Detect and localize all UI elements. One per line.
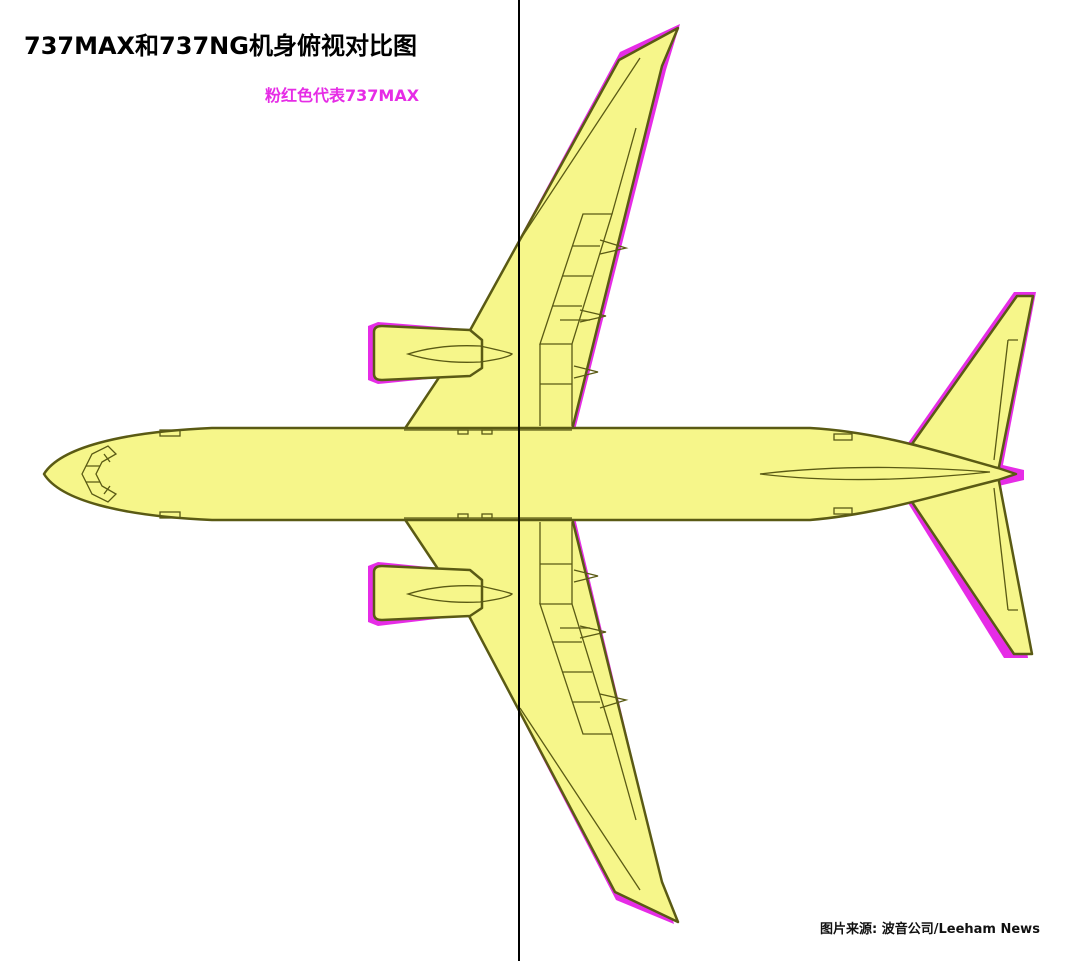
ng-lower-stabilizer [910, 474, 1034, 656]
upper-wing-aileron [611, 127, 637, 215]
lower-flap-fairing-1 [599, 693, 629, 709]
lower-wing-spar [519, 707, 641, 891]
aft-door-top [833, 433, 853, 441]
ng-fuselage [42, 426, 1018, 522]
forward-door-bottom [159, 511, 181, 519]
lower-elevator-line [993, 487, 1018, 611]
fuselage-tail-fairing [759, 466, 991, 481]
cockpit-windows [81, 445, 118, 503]
image-source-credit: 图片来源: 波音公司/Leeham News [820, 922, 1040, 937]
lower-wing-aileron [611, 733, 637, 821]
detail-lines [81, 57, 1018, 891]
upper-wing-spar [519, 57, 641, 241]
ng-airframe [42, 26, 1035, 924]
upper-engine-pylon [405, 345, 514, 363]
upper-flap-fairing-3 [573, 365, 599, 379]
ng-upper-stabilizer [910, 294, 1035, 474]
cockpit-window-dividers [86, 453, 111, 495]
upper-wing-flap-segments [552, 245, 600, 321]
lower-wing-flap-segments [552, 627, 600, 703]
upper-elevator-line [993, 339, 1018, 461]
upper-flap-fairing-1 [599, 239, 629, 255]
overwing-exit-bottom-2 [481, 513, 493, 519]
aft-door-bottom [833, 507, 853, 515]
forward-door-top [159, 429, 181, 437]
upper-wing-inboard-flap [539, 344, 573, 426]
figure-title: 737MAX和737NG机身俯视对比图 [24, 32, 417, 60]
overwing-exit-top-1 [457, 429, 469, 435]
ng-lower-engine [372, 564, 484, 622]
lower-flap-fairing-3 [573, 569, 599, 583]
overwing-exit-top-2 [481, 429, 493, 435]
legend-note: 粉红色代表737MAX [265, 86, 420, 105]
lower-flap-fairing-2 [579, 625, 607, 639]
upper-flap-fairing-2 [579, 309, 607, 323]
lower-wing-inboard-flap [539, 522, 573, 604]
ng-upper-engine [372, 324, 484, 382]
overwing-exit-bottom-1 [457, 513, 469, 519]
lower-engine-pylon [405, 585, 514, 603]
